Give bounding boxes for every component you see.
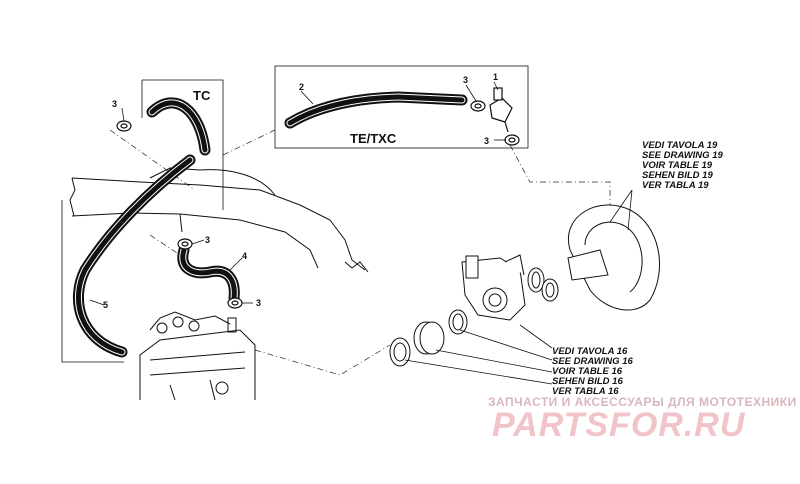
tc-group-box bbox=[141, 79, 224, 210]
callout-3-hose4-top: 3 bbox=[205, 235, 210, 245]
frame-tube bbox=[69, 167, 369, 273]
reference-top: VEDI TAVOLA 19 SEE DRAWING 19 VOIR TABLE… bbox=[642, 140, 723, 191]
valve-fitting-1 bbox=[489, 87, 513, 133]
watermark-brand: PARTSFOR.RU bbox=[492, 406, 746, 444]
ref-bottom-line: VEDI TAVOLA 16 bbox=[552, 346, 628, 357]
clamp-hose4-bottom bbox=[227, 297, 243, 309]
ring-c bbox=[448, 309, 468, 335]
clamps bbox=[116, 100, 520, 309]
leader-hose4 bbox=[149, 234, 181, 256]
callout-3-tc: 3 bbox=[112, 99, 117, 109]
callout-3-te-low: 3 bbox=[484, 136, 489, 146]
group-label-tc: TC bbox=[193, 88, 211, 103]
ref-bottom-line: SEE DRAWING 16 bbox=[552, 356, 633, 367]
callout-4: 4 bbox=[242, 251, 247, 261]
group-label-te-txc: TE/TXC bbox=[350, 131, 397, 146]
callout-3-te: 3 bbox=[463, 75, 468, 85]
ref-top-line: SEHEN BILD 19 bbox=[642, 170, 713, 181]
ref-top-line: VEDI TAVOLA 19 bbox=[642, 140, 718, 151]
reference-bottom: VEDI TAVOLA 16 SEE DRAWING 16 VOIR TABLE… bbox=[552, 346, 633, 397]
callout-1: 1 bbox=[493, 72, 498, 82]
clamp-te-low bbox=[504, 134, 520, 146]
clamp-te bbox=[470, 100, 486, 112]
ref-top-line: VER TABLA 19 bbox=[642, 180, 709, 191]
leader-head-to-clamp bbox=[254, 344, 391, 376]
leader-tc-to-te bbox=[222, 129, 276, 156]
ref-bottom-line: VOIR TABLE 16 bbox=[552, 366, 623, 377]
ring-b bbox=[413, 321, 445, 355]
ring-a bbox=[389, 337, 411, 367]
hoses bbox=[72, 91, 468, 358]
leader-te-to-filter bbox=[509, 144, 611, 222]
callout-3-hose4-bottom: 3 bbox=[256, 298, 261, 308]
clamp-hose4-top bbox=[177, 238, 193, 250]
ref-bottom-line: VER TABLA 16 bbox=[552, 386, 619, 397]
ref-top-line: SEE DRAWING 19 bbox=[642, 150, 723, 161]
tc-lower-box bbox=[61, 200, 124, 363]
watermark-subtitle: ЗАПЧАСТИ И АКСЕССУАРЫ ДЛЯ МОТОТЕХНИКИ bbox=[488, 395, 797, 409]
ring-e bbox=[541, 278, 559, 302]
callout-leaders bbox=[89, 81, 633, 385]
callout-5: 5 bbox=[103, 300, 108, 310]
te-txc-group-box bbox=[274, 65, 529, 149]
ref-top-line: VOIR TABLE 19 bbox=[642, 160, 713, 171]
intake-rings bbox=[389, 267, 559, 367]
throttle-body bbox=[461, 254, 526, 321]
air-filter-housing bbox=[567, 204, 661, 311]
clamp-tc bbox=[116, 120, 132, 132]
ref-bottom-line: SEHEN BILD 16 bbox=[552, 376, 623, 387]
callout-2: 2 bbox=[299, 82, 304, 92]
engine-head bbox=[139, 311, 256, 401]
ring-d bbox=[527, 267, 545, 293]
leader-frame-to-intake bbox=[109, 129, 196, 191]
